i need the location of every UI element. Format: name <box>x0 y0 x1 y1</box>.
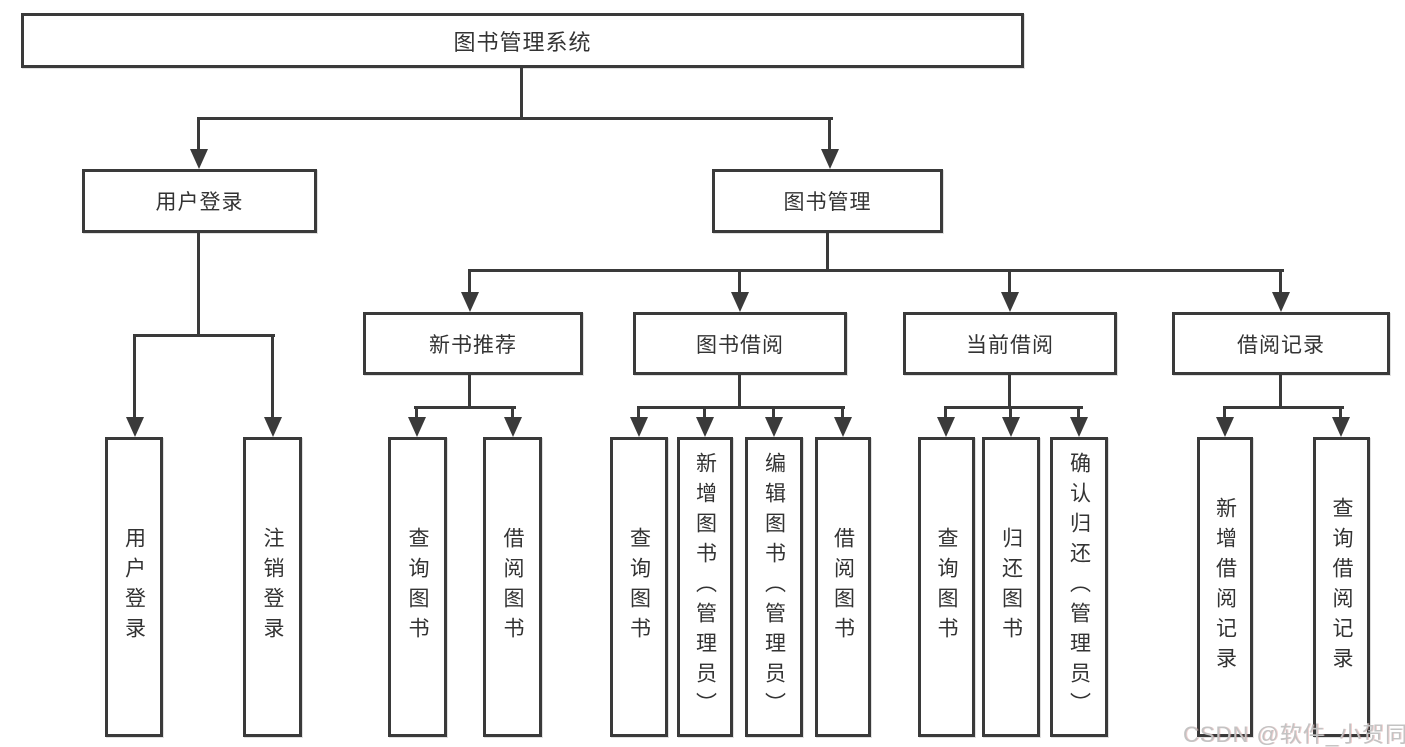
connector-line <box>1223 406 1226 418</box>
connector-line <box>1279 375 1282 409</box>
leaf-borrow-books: 借阅图书 <box>815 437 871 737</box>
arrow-down-icon <box>408 417 426 437</box>
leaf-confirm-return-admin: 确认归还（管理员） <box>1050 437 1108 737</box>
connector-line <box>826 233 829 272</box>
connector-line <box>1008 269 1011 294</box>
connector-line <box>197 117 833 120</box>
connector-line <box>520 66 523 119</box>
node-borrowing-records-label: 借阅记录 <box>1237 333 1325 357</box>
leaf-borrow-books-label: 借阅图书 <box>831 527 855 647</box>
leaf-add-book-admin: 新增图书（管理员） <box>677 437 733 737</box>
leaf-query-books-borrowing: 查询图书 <box>610 437 668 737</box>
connector-line <box>197 233 200 337</box>
leaf-logout: 注销登录 <box>243 437 302 737</box>
leaf-edit-book-admin-label: 编辑图书（管理员） <box>762 452 786 722</box>
arrow-down-icon <box>937 417 955 437</box>
arrow-down-icon <box>630 417 648 437</box>
connector-line <box>271 334 274 418</box>
leaf-confirm-return-admin-label: 确认归还（管理员） <box>1067 452 1091 722</box>
arrow-down-icon <box>765 417 783 437</box>
connector-line <box>415 406 418 418</box>
leaf-return-book: 归还图书 <box>982 437 1040 737</box>
leaf-add-borrow-record-label: 新增借阅记录 <box>1213 497 1237 677</box>
leaf-add-borrow-record: 新增借阅记录 <box>1197 437 1253 737</box>
leaf-query-borrow-record: 查询借阅记录 <box>1313 437 1370 737</box>
connector-line <box>1009 406 1012 418</box>
arrow-down-icon <box>264 417 282 437</box>
connector-line <box>1223 406 1344 409</box>
leaf-borrow-books-recommend: 借阅图书 <box>483 437 542 737</box>
arrow-down-icon <box>821 149 839 169</box>
arrow-down-icon <box>1332 417 1350 437</box>
leaf-return-book-label: 归还图书 <box>999 527 1023 647</box>
arrow-down-icon <box>461 292 479 312</box>
leaf-query-books-recommend: 查询图书 <box>388 437 447 737</box>
connector-line <box>133 334 275 337</box>
connector-line <box>414 406 516 409</box>
connector-line <box>1339 406 1342 418</box>
connector-line <box>637 406 640 418</box>
leaf-query-books-current: 查询图书 <box>918 437 975 737</box>
arrow-down-icon <box>696 417 714 437</box>
connector-line <box>637 406 845 409</box>
leaf-query-borrow-record-label: 查询借阅记录 <box>1330 497 1353 677</box>
node-user-login-label: 用户登录 <box>155 191 244 214</box>
node-book-borrowing: 图书借阅 <box>633 312 847 375</box>
leaf-edit-book-admin: 编辑图书（管理员） <box>745 437 803 737</box>
leaf-query-books-current-label: 查询图书 <box>935 527 958 647</box>
arrow-down-icon <box>834 417 852 437</box>
node-book-management-label: 图书管理 <box>783 191 872 214</box>
connector-line <box>944 406 947 418</box>
leaf-logout-label: 注销登录 <box>261 527 284 647</box>
connector-line <box>772 406 775 418</box>
csdn-watermark: CSDN @软件_小贺同学 <box>1183 722 1405 747</box>
connector-line <box>511 406 514 418</box>
arrow-down-icon <box>731 292 749 312</box>
leaf-user-login: 用户登录 <box>105 437 163 737</box>
connector-line <box>1077 406 1080 418</box>
connector-line <box>1008 375 1011 409</box>
connector-line <box>468 269 471 294</box>
arrow-down-icon <box>504 417 522 437</box>
node-new-book-recommend-label: 新书推荐 <box>429 333 517 357</box>
node-current-borrowing-label: 当前借阅 <box>966 333 1054 357</box>
connector-line <box>738 375 741 409</box>
arrow-down-icon <box>1216 417 1234 437</box>
connector-line <box>468 269 1284 272</box>
leaf-query-books-recommend-label: 查询图书 <box>406 527 429 647</box>
connector-line <box>197 117 200 151</box>
arrow-down-icon <box>190 149 208 169</box>
leaf-query-books-borrowing-label: 查询图书 <box>627 527 651 647</box>
arrow-down-icon <box>1001 292 1019 312</box>
node-new-book-recommend: 新书推荐 <box>363 312 583 375</box>
arrow-down-icon <box>1002 417 1020 437</box>
arrow-down-icon <box>126 417 144 437</box>
connector-line <box>703 406 706 418</box>
node-library-system-label: 图书管理系统 <box>453 29 592 55</box>
node-book-management: 图书管理 <box>712 169 943 233</box>
node-user-login: 用户登录 <box>82 169 317 233</box>
connector-line <box>1279 269 1282 294</box>
leaf-add-book-admin-label: 新增图书（管理员） <box>693 452 717 722</box>
node-borrowing-records: 借阅记录 <box>1172 312 1390 375</box>
connector-line <box>738 269 741 294</box>
connector-line <box>841 406 844 418</box>
node-book-borrowing-label: 图书借阅 <box>696 333 784 357</box>
arrow-down-icon <box>1070 417 1088 437</box>
connector-line <box>133 334 136 418</box>
leaf-user-login-label: 用户登录 <box>122 527 146 647</box>
leaf-borrow-books-recommend-label: 借阅图书 <box>501 527 524 647</box>
arrow-down-icon <box>1272 292 1290 312</box>
connector-line <box>828 117 831 151</box>
connector-line <box>468 375 471 409</box>
node-library-system: 图书管理系统 <box>21 13 1024 68</box>
connector-line <box>944 406 1083 409</box>
node-current-borrowing: 当前借阅 <box>903 312 1117 375</box>
